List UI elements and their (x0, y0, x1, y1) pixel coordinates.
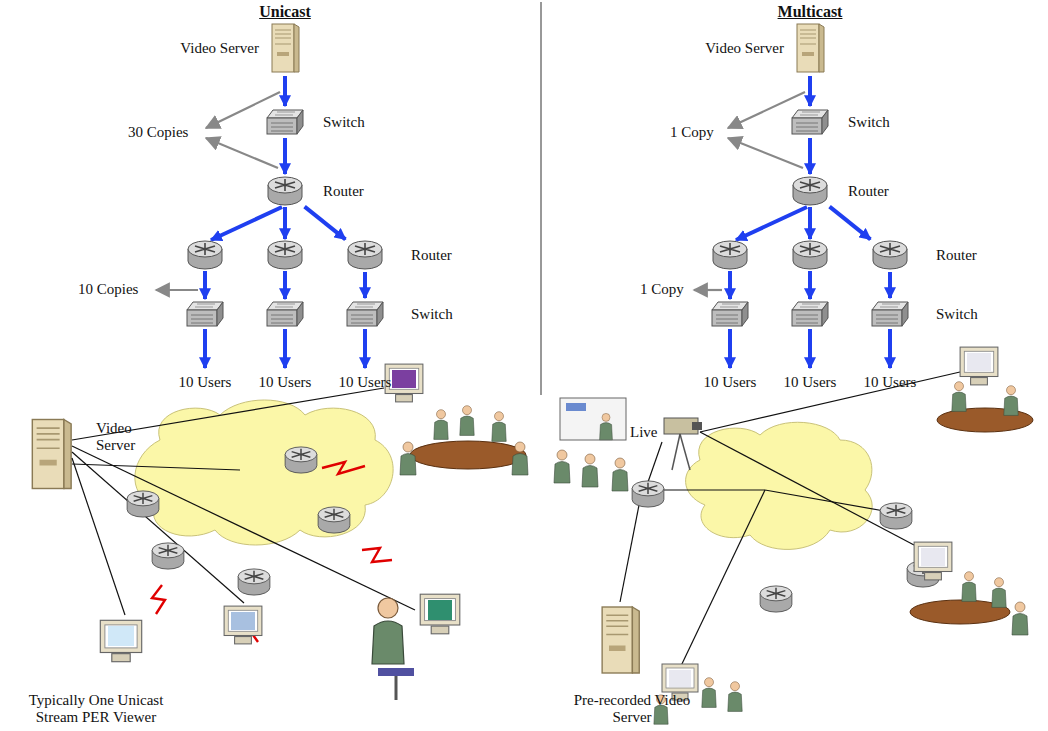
flow-arrow (830, 207, 871, 240)
annotation-label: Live (630, 424, 658, 441)
flow-arrow (283, 76, 287, 106)
section-title: Multicast (778, 3, 843, 21)
annotation-label: 30 Copies (128, 124, 188, 141)
device-label: Switch (411, 306, 453, 323)
switch-icon-graphic (870, 300, 910, 328)
device-label: Switch (848, 114, 890, 131)
annotation-label: 10 Users (784, 374, 837, 391)
flow-arrow (305, 207, 346, 240)
switch-icon-graphic (790, 108, 830, 136)
flow-arrow (283, 138, 287, 174)
device-label: Video Server (705, 40, 784, 57)
annotation-label: 1 Copy (670, 124, 714, 141)
router-icon-graphic (267, 176, 303, 206)
router-icon: Router (872, 240, 908, 270)
router-icon-graphic (872, 240, 908, 270)
device-label: Video Server (180, 40, 259, 57)
server-icon: Video Server (794, 22, 826, 74)
annotation-label: 10 Copies (78, 281, 138, 298)
flow-arrow (888, 272, 892, 298)
switch-icon: Switch (345, 300, 385, 328)
router-icon-graphic (792, 176, 828, 206)
device-label: Router (848, 183, 889, 200)
annotation-label: 10 Users (179, 374, 232, 391)
annotation-label: 1 Copy (640, 281, 684, 298)
flow-arrow (808, 76, 812, 106)
flow-arrow (808, 138, 812, 174)
server-icon-graphic (794, 22, 826, 74)
device-label: Switch (323, 114, 365, 131)
device-label: Router (936, 247, 977, 264)
section-title: Unicast (259, 3, 311, 21)
switch-icon: Switch (265, 108, 305, 136)
switch-icon: Switch (870, 300, 910, 328)
caption-note: Typically One Unicast Stream PER Viewer (8, 692, 184, 727)
server-icon: Video Server (269, 22, 301, 74)
router-icon: Router (792, 176, 828, 206)
switch-icon: Switch (790, 108, 830, 136)
annotation-label: 10 Users (259, 374, 312, 391)
device-label: Router (323, 183, 364, 200)
annotation-label: 10 Users (704, 374, 757, 391)
flow-arrow (363, 272, 367, 298)
router-icon-graphic (347, 240, 383, 270)
caption-note: Pre-recorded Video Server (572, 692, 692, 727)
device-label: Switch (936, 306, 978, 323)
annotation-label: 10 Users (339, 374, 392, 391)
server-icon-graphic (269, 22, 301, 74)
device-label: Router (411, 247, 452, 264)
caption-note: Video Server (96, 420, 152, 455)
switch-icon-graphic (345, 300, 385, 328)
router-icon: Router (267, 176, 303, 206)
annotation-label: 10 Users (864, 374, 917, 391)
router-icon: Router (347, 240, 383, 270)
switch-icon-graphic (265, 108, 305, 136)
